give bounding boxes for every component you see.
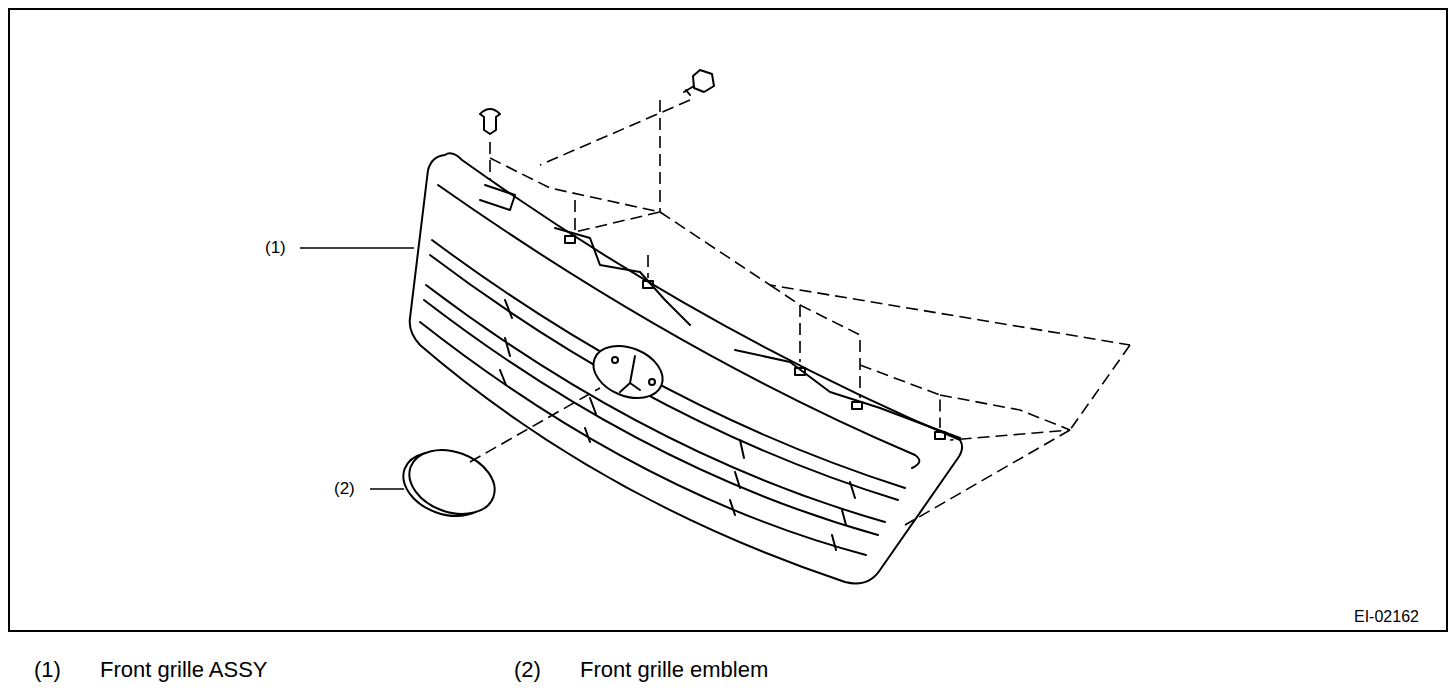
grille-body (410, 153, 962, 583)
assembly-line (647, 255, 649, 278)
part-name: Front grille ASSY (100, 658, 268, 682)
grille-slat (430, 255, 898, 500)
assembly-line (905, 430, 1070, 525)
part-name: Front grille emblem (580, 658, 768, 682)
figure-code: EI-02162 (1354, 608, 1419, 626)
assembly-line (860, 365, 940, 428)
assembly-line (770, 285, 800, 362)
grille-rim (438, 185, 915, 455)
assembly-line (800, 305, 860, 398)
assembly-line (660, 212, 1130, 345)
clip-hole (643, 281, 653, 288)
callout-number: (2) (334, 480, 355, 499)
screw-fastener (684, 86, 694, 95)
assembly-line (659, 100, 661, 212)
legend-number: (2) (514, 658, 541, 682)
mount-tab (480, 185, 515, 210)
callout-number: (1) (265, 239, 286, 258)
grille-slat (432, 240, 905, 488)
clip-hole (565, 236, 575, 243)
frame (9, 9, 1447, 631)
assembly-line (540, 100, 690, 165)
emblem-hole (649, 379, 655, 385)
assembly-line (489, 142, 491, 180)
clip-hole (795, 368, 805, 375)
mount-tab (555, 228, 690, 325)
assembly-line (574, 200, 576, 232)
screw-fastener (693, 70, 714, 92)
grille-slat (420, 322, 866, 555)
emblem-seat (586, 336, 671, 407)
emblem-hole (620, 356, 640, 392)
legend-number: (1) (34, 658, 61, 682)
assembly-line (940, 395, 1070, 440)
clip-hole (852, 402, 862, 409)
leader-line (370, 488, 404, 490)
grille-rib (730, 440, 744, 515)
assembly-line (490, 158, 660, 232)
assembly-line (1070, 345, 1130, 430)
mount-tab (735, 350, 960, 438)
clip-fastener (480, 109, 500, 134)
grille-rib (832, 482, 855, 550)
grille-rim (912, 455, 919, 468)
leader-line (300, 247, 414, 249)
grille-rib (585, 398, 596, 442)
emblem-hole (612, 357, 618, 363)
assembly-line (470, 388, 600, 462)
grille-rib (500, 300, 512, 385)
clip-hole (935, 432, 945, 439)
